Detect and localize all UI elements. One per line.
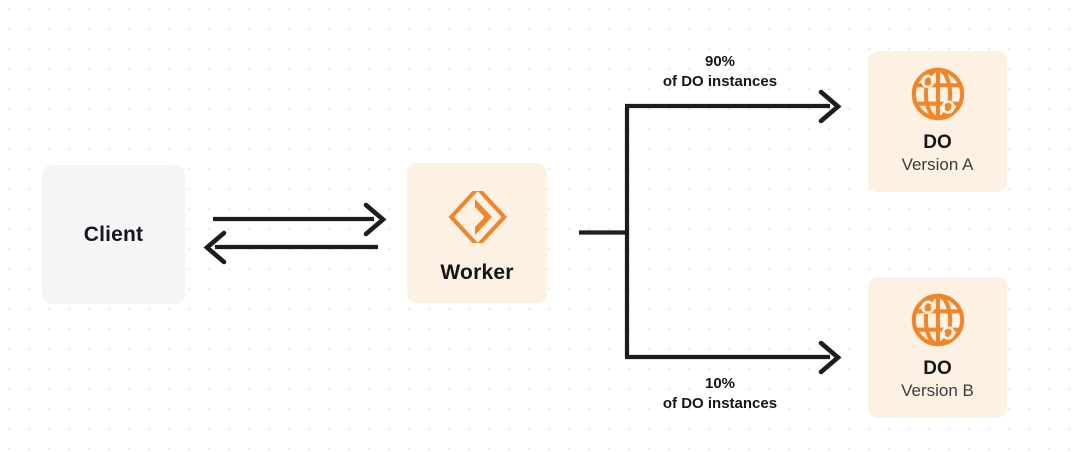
node-do-version-a[interactable]: DO Version A bbox=[868, 51, 1007, 192]
arrowhead-left-icon bbox=[203, 230, 227, 265]
arrowhead-right-icon bbox=[818, 89, 842, 124]
edge-client-to-worker bbox=[213, 202, 387, 237]
edge-label-do-b-percent: 10% bbox=[704, 375, 736, 392]
node-do-b-version: Version B bbox=[901, 381, 974, 401]
edge-label-do-b: 10% of DO instances bbox=[622, 374, 818, 415]
node-do-a-version: Version A bbox=[901, 155, 974, 175]
node-do-version-b[interactable]: DO Version B bbox=[868, 277, 1007, 418]
edge-worker-to-client bbox=[203, 230, 378, 265]
node-worker[interactable]: Worker bbox=[407, 163, 547, 303]
node-do-a-label: DO bbox=[923, 131, 952, 153]
node-client-label: Client bbox=[83, 222, 144, 246]
edge-worker-to-do-b bbox=[625, 340, 842, 375]
edge-label-do-a: 90% of DO instances bbox=[622, 52, 818, 93]
edge-label-do-a-description: of DO instances bbox=[662, 73, 778, 91]
edge-worker-branch bbox=[579, 108, 630, 357]
globe-icon bbox=[909, 291, 967, 349]
cloudflare-workers-icon bbox=[445, 185, 509, 249]
edge-label-do-a-percent: 90% bbox=[704, 53, 736, 70]
node-worker-label: Worker bbox=[440, 261, 514, 284]
edge-worker-to-do-a bbox=[625, 89, 842, 124]
arrowhead-right-icon bbox=[818, 340, 842, 375]
globe-icon bbox=[909, 65, 967, 123]
edge-label-do-b-description: of DO instances bbox=[662, 395, 778, 413]
arrowhead-right-icon bbox=[363, 202, 387, 237]
node-client[interactable]: Client bbox=[42, 165, 185, 304]
node-do-b-label: DO bbox=[923, 357, 952, 379]
